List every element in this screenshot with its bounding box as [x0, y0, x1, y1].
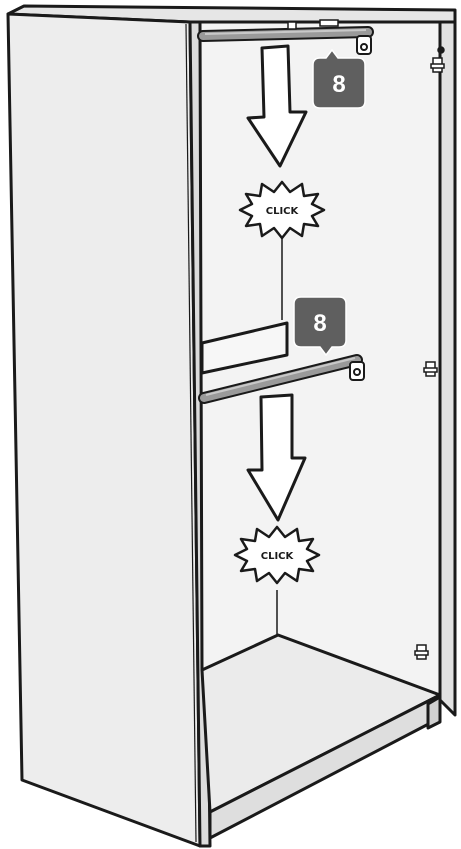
down-arrow-icon: [246, 393, 307, 522]
left-panel-line: [185, 23, 197, 843]
divider-board: [200, 321, 289, 375]
top-fittings: [287, 19, 339, 30]
rod-bracket-upper: [356, 35, 372, 55]
rod-bracket-lower: [349, 361, 365, 381]
step-callout-icon: [312, 48, 366, 109]
hanging-rod-upper: [197, 26, 374, 42]
click-burst-icon: [238, 180, 326, 240]
wardrobe-cabinet: [6, 4, 457, 848]
click-burst-icon: [233, 525, 321, 585]
click-label: CLICK: [266, 206, 300, 217]
shelf-pin-clip-icon: [414, 644, 429, 660]
down-arrow-icon: [246, 44, 308, 168]
cabinet-right-side: [438, 20, 457, 717]
step-callout-icon: [293, 296, 347, 357]
cabinet-right-foot: [426, 695, 442, 730]
step-number: 8: [313, 310, 326, 337]
hanging-rod-lower: [198, 354, 363, 404]
click-burst-lower: CLICK: [233, 525, 321, 585]
step-callout-lower: 8: [293, 296, 347, 357]
click-burst-upper: CLICK: [238, 180, 326, 240]
shelf-pin-clip-icon: [423, 361, 438, 377]
cabinet-left-side: [6, 12, 202, 848]
shelf-pin-clip-icon: [430, 46, 445, 73]
step-number: 8: [332, 71, 345, 98]
click-label: CLICK: [261, 551, 295, 562]
step-callout-upper: 8: [312, 48, 366, 109]
